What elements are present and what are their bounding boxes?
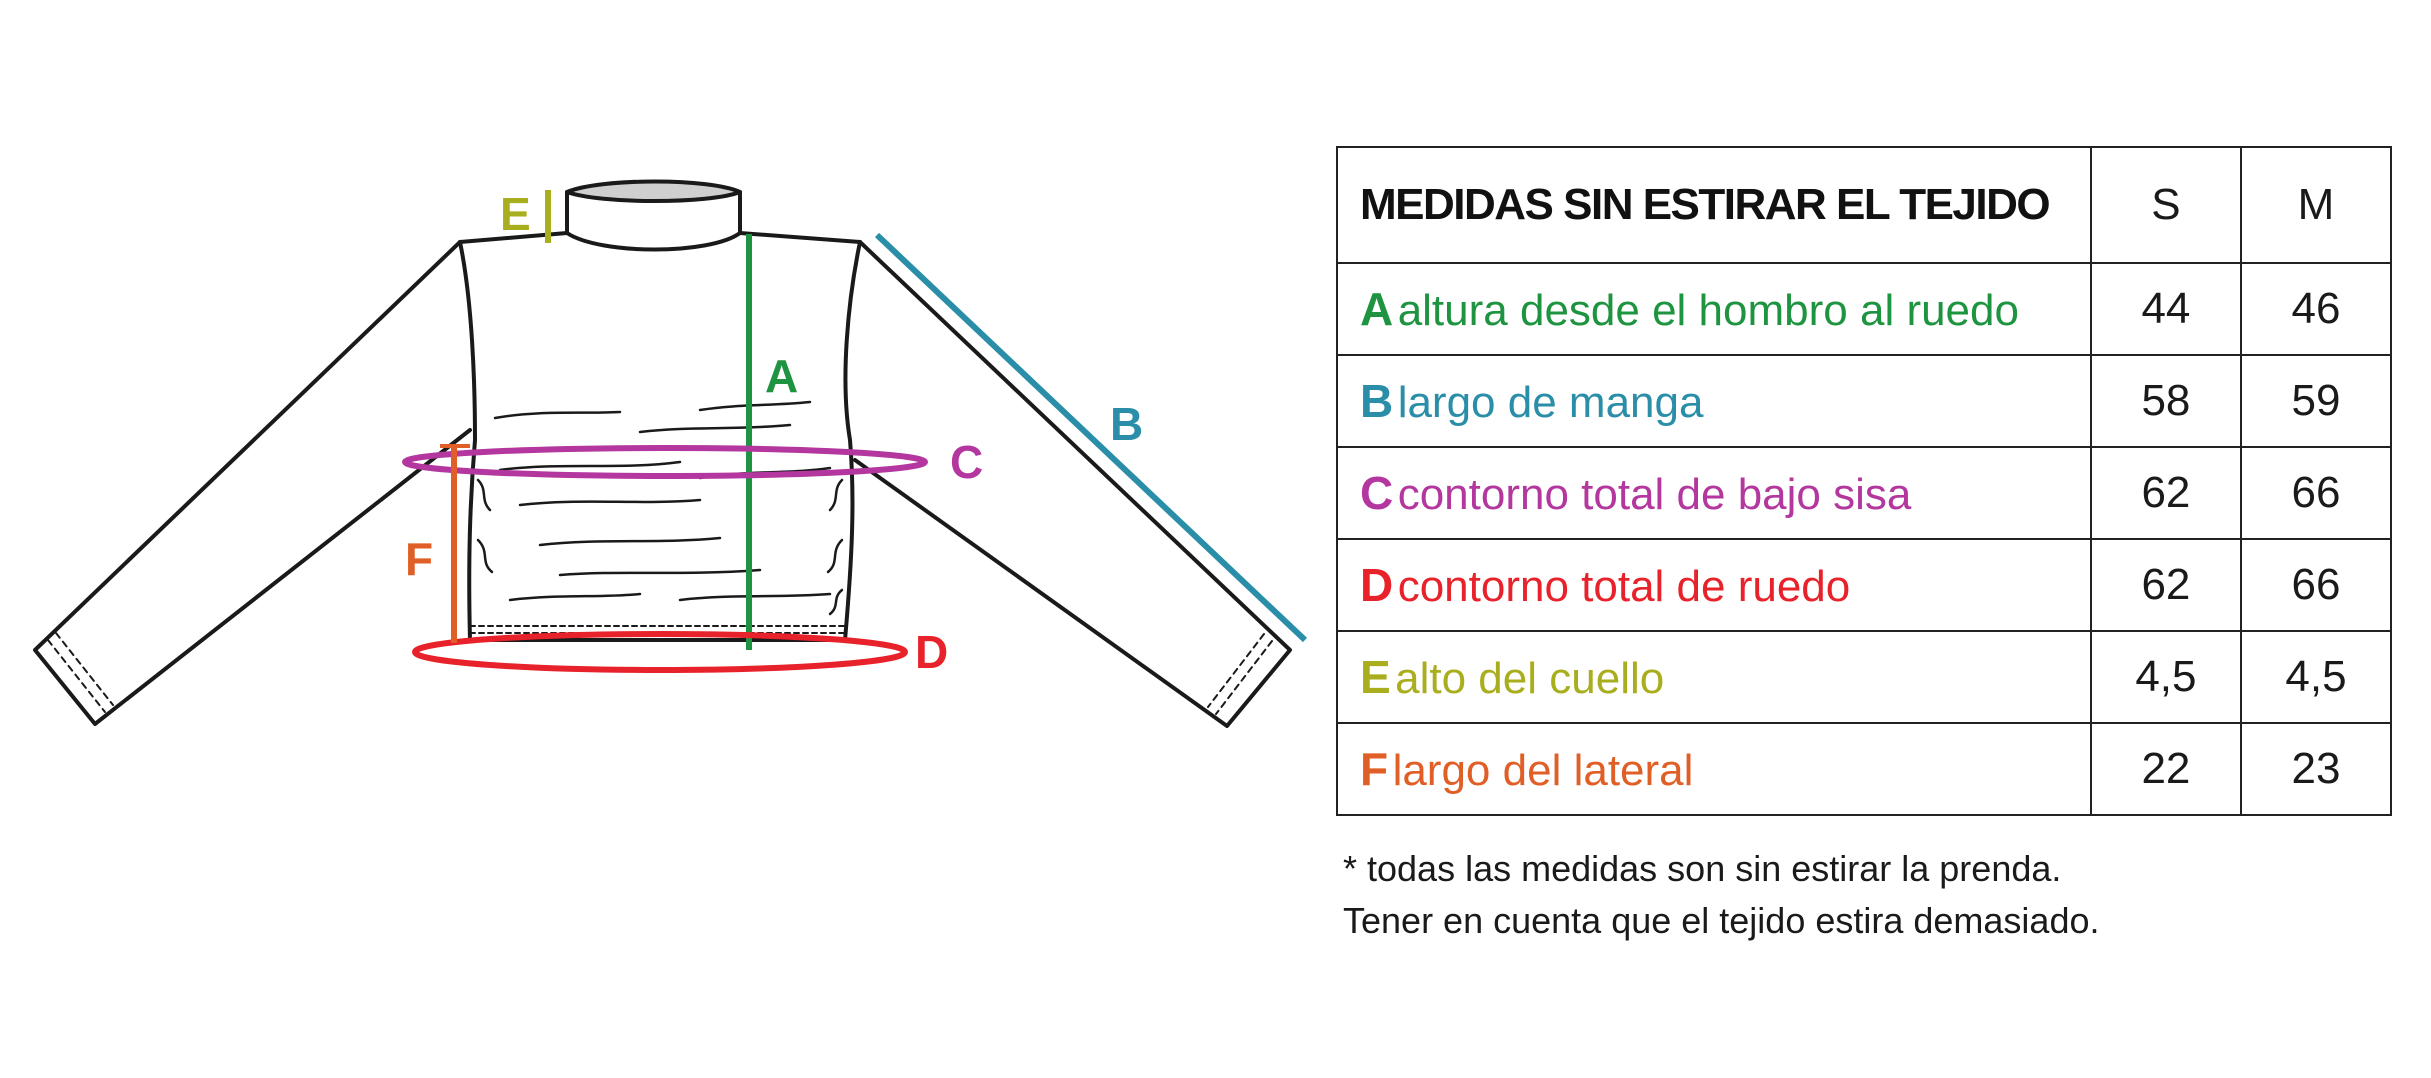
value-s: 4,5 <box>2089 630 2242 724</box>
value-m: 4,5 <box>2239 630 2393 724</box>
right-sleeve <box>853 240 1292 728</box>
value-m: 66 <box>2239 538 2393 632</box>
collar-opening <box>565 179 742 203</box>
table-title: MEDIDAS SIN ESTIRAR EL TEJIDO <box>1360 180 2051 229</box>
size-header-m: M <box>2239 146 2393 264</box>
label-a: A <box>765 350 798 402</box>
left-cuff-seam <box>47 639 106 713</box>
table-row: B largo de manga 58 59 <box>1336 354 2393 448</box>
value-m: 23 <box>2239 722 2393 816</box>
row-letter: E <box>1360 651 1391 703</box>
garment-body <box>458 231 862 642</box>
table-row: D contorno total de ruedo 62 66 <box>1336 538 2393 632</box>
garment-diagram: E A B C D F <box>33 179 1308 728</box>
row-description: contorno total de ruedo <box>1397 562 1851 611</box>
value-m: 46 <box>2239 262 2393 356</box>
label-f: F <box>405 533 433 585</box>
table-header-row: MEDIDAS SIN ESTIRAR EL TEJIDO S M <box>1336 146 2393 264</box>
note-line-2: Tener en cuenta que el tejido estira dem… <box>1343 900 2100 941</box>
table-row: C contorno total de bajo sisa 62 66 <box>1336 446 2393 540</box>
right-cuff-seam <box>1215 640 1273 715</box>
measure-ellipse-d <box>412 631 908 673</box>
row-description: contorno total de bajo sisa <box>1397 470 1912 519</box>
note-line-1: * todas las medidas son sin estirar la p… <box>1343 848 2062 889</box>
value-s: 44 <box>2089 262 2242 356</box>
value-m: 59 <box>2239 354 2393 448</box>
row-letter: C <box>1360 467 1394 519</box>
measure-ellipse-c <box>402 445 928 479</box>
value-m: 66 <box>2239 446 2393 540</box>
row-letter: D <box>1360 559 1394 611</box>
table-header-title-cell: MEDIDAS SIN ESTIRAR EL TEJIDO <box>1336 146 2092 264</box>
value-s: 58 <box>2089 354 2242 448</box>
size-table: MEDIDAS SIN ESTIRAR EL TEJIDO S M A altu… <box>1336 146 2393 816</box>
row-description: largo de manga <box>1397 378 1704 427</box>
value-s: 22 <box>2089 722 2242 816</box>
left-sleeve <box>33 240 472 726</box>
row-letter: A <box>1360 283 1394 335</box>
table-row: E alto del cuello 4,5 4,5 <box>1336 630 2393 724</box>
row-description: largo del lateral <box>1392 746 1694 795</box>
value-s: 62 <box>2089 446 2242 540</box>
table-row: A altura desde el hombro al ruedo 44 46 <box>1336 262 2393 356</box>
row-description: alto del cuello <box>1395 654 1665 703</box>
collar <box>565 190 742 252</box>
label-b: B <box>1110 398 1143 450</box>
measure-line-b <box>874 232 1308 643</box>
row-letter: F <box>1360 743 1389 795</box>
label-e: E <box>500 188 531 240</box>
label-d: D <box>915 626 948 678</box>
right-cuff-seam-2 <box>1207 633 1265 708</box>
row-letter: B <box>1360 375 1394 427</box>
row-description: altura desde el hombro al ruedo <box>1397 286 2019 335</box>
size-header-s: S <box>2089 146 2242 264</box>
label-c: C <box>950 436 983 488</box>
table-row: F largo del lateral 22 23 <box>1336 722 2393 816</box>
value-s: 62 <box>2089 538 2242 632</box>
left-cuff-seam-2 <box>55 632 114 706</box>
